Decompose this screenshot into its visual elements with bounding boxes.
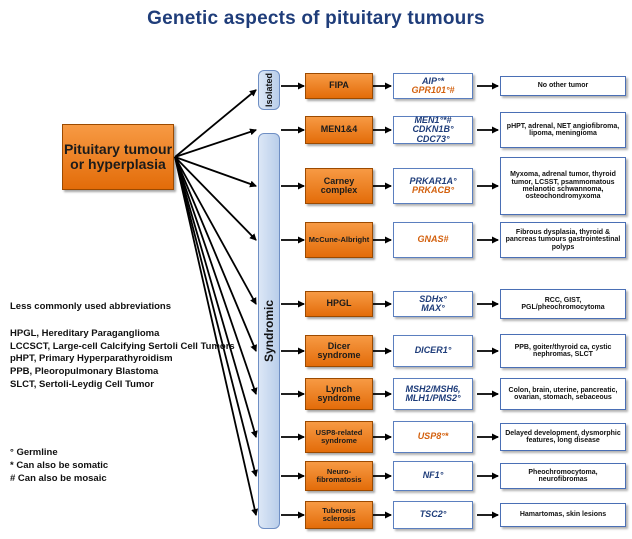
phenotype-box: Fibrous dysplasia, thyroid & pancreas tu… — [500, 222, 626, 258]
gene-name: DICER1° — [414, 345, 452, 356]
fan-arrow — [174, 156, 259, 516]
syndrome-box: Dicer syndrome — [305, 335, 373, 367]
gene-name: USP8°* — [417, 431, 449, 442]
phenotype-box: pHPT, adrenal, NET angiofibroma, lipoma,… — [500, 112, 626, 148]
footnote-mosaic: # Can also be mosaic — [10, 472, 107, 484]
footnote-germline: ° Germline — [10, 447, 58, 458]
abbreviation-item: SLCT, Sertoli-Leydig Cell Tumor — [10, 379, 154, 391]
gene-name: AIP°* — [421, 75, 445, 86]
gene-box: NF1° — [393, 461, 473, 491]
gene-name: GNAS# — [417, 234, 449, 245]
page-title: Genetic aspects of pituitary tumours — [147, 8, 485, 29]
syndrome-box: FIPA — [305, 73, 373, 99]
fan-arrow — [174, 156, 257, 352]
gene-box: DICER1° — [393, 335, 473, 367]
gene-name: CDKN1B° — [412, 124, 454, 135]
phenotype-box: Pheochromocytoma, neurofibromas — [500, 463, 626, 489]
isolated-label: Isolated — [264, 72, 275, 108]
gene-name: MEN1°*# — [414, 114, 452, 125]
gene-box: USP8°* — [393, 421, 473, 453]
isolated-bar: Isolated — [258, 70, 280, 110]
gene-box: MEN1°*#CDKN1B°CDC73° — [393, 114, 473, 144]
footnotes: ° Germline * Can also be somatic # Can a… — [10, 447, 108, 485]
gene-name: MSH2/MSH6, — [405, 383, 461, 394]
syndromic-label: Syndromic — [262, 299, 277, 363]
gene-box: MSH2/MSH6,MLH1/PMS2° — [393, 378, 473, 410]
gene-name: SDHx° — [419, 293, 447, 304]
abbreviation-item: HPGL, Hereditary Paraganglioma — [10, 327, 160, 339]
phenotype-box: Colon, brain, uterine, pancreatic, ovari… — [500, 378, 626, 410]
gene-name: PRKAR1A° — [409, 175, 457, 186]
gene-box: AIP°*GPR101°# — [393, 73, 473, 99]
syndrome-box: Lynch syndrome — [305, 378, 373, 410]
phenotype-box: Delayed development, dysmorphic features… — [500, 423, 626, 451]
gene-name: PRKACB° — [411, 185, 455, 195]
abbreviation-item: pHPT, Primary Hyperparathyroidism — [10, 353, 173, 365]
syndrome-box: Tuberous sclerosis — [305, 501, 373, 529]
gene-name: TSC2° — [419, 509, 447, 520]
fan-arrow — [174, 156, 257, 241]
abbreviation-item: LCCSCT, Large-cell Calcifying Sertoli Ce… — [10, 340, 235, 352]
syndrome-box: McCune-Albright — [305, 222, 373, 258]
gene-box: PRKAR1A°PRKACB° — [393, 168, 473, 204]
gene-name: CDC73° — [416, 133, 450, 144]
phenotype-box: PPB, goiter/thyroid ca, cystic nephromas… — [500, 334, 626, 368]
fan-arrow — [174, 89, 257, 158]
syndrome-box: Neuro-fibromatosis — [305, 461, 373, 491]
fan-arrow — [174, 156, 257, 188]
phenotype-box: Myxoma, adrenal tumor, thyroid tumor, LC… — [500, 157, 626, 215]
syndrome-box: HPGL — [305, 291, 373, 317]
gene-name: MAX° — [421, 303, 445, 313]
phenotype-box: Hamartomas, skin lesions — [500, 503, 626, 527]
fan-arrow — [174, 128, 257, 158]
phenotype-box: RCC, GIST, PGL/pheochromocytoma — [500, 289, 626, 319]
syndromic-bar: Syndromic — [258, 133, 280, 529]
phenotype-box: No other tumor — [500, 76, 626, 96]
gene-box: TSC2° — [393, 501, 473, 529]
abbreviations-legend: Less commonly used abbreviations HPGL, H… — [10, 301, 245, 392]
pituitary-tumour-node: Pituitary tumour or hyperplasia — [62, 124, 174, 190]
syndrome-box: USP8-related syndrome — [305, 421, 373, 453]
syndrome-box: MEN1&4 — [305, 116, 373, 144]
fan-arrow — [174, 156, 258, 477]
fan-arrow — [174, 156, 258, 395]
gene-name: MLH1/PMS2° — [405, 393, 461, 403]
abbreviations-heading: Less commonly used abbreviations — [10, 301, 172, 312]
gene-name: GPR101°# — [411, 85, 455, 95]
fan-arrow — [174, 156, 258, 438]
syndrome-box: Carney complex — [305, 168, 373, 204]
footnote-somatic: * Can also be somatic — [10, 459, 109, 471]
gene-box: SDHx°MAX° — [393, 291, 473, 317]
fan-arrow — [174, 156, 257, 305]
gene-name: NF1° — [422, 470, 444, 481]
gene-box: GNAS# — [393, 222, 473, 258]
abbreviation-item: PPB, Pleoropulmonary Blastoma — [10, 366, 159, 378]
